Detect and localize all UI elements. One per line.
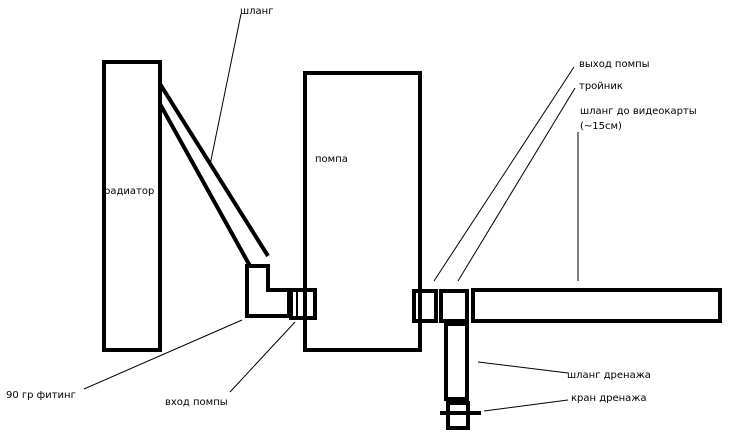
label-pump: помпа (315, 154, 348, 165)
radiator-block (102, 60, 162, 352)
tee-block (439, 289, 469, 323)
label-drain-hose: шланг дренажа (567, 370, 651, 381)
callout-hose (209, 13, 242, 166)
hose-line-upper (158, 82, 270, 258)
label-tee: тройник (579, 81, 623, 92)
callout-pump-inlet (229, 321, 296, 393)
callout-fitting-90 (83, 319, 243, 390)
label-pump-outlet: выход помпы (579, 59, 650, 70)
label-gpu-hose-line1: шланг до видеокарты (580, 106, 697, 117)
label-hose: шланг (240, 6, 273, 17)
gpu-hose-block (471, 288, 722, 323)
callout-drain-valve (483, 399, 569, 412)
drain-valve-block (446, 401, 470, 430)
label-fitting-90: 90 гр фитинг (6, 390, 76, 401)
callout-drain-hose (477, 361, 569, 374)
drain-hose-block (444, 322, 469, 401)
callout-tee (457, 87, 576, 282)
label-pump-inlet: вход помпы (165, 397, 228, 408)
pump-outlet-connector (412, 289, 438, 323)
fitting-90-block (245, 264, 291, 318)
label-gpu-hose-line2: (~15см) (580, 121, 622, 132)
label-drain-valve: кран дренажа (571, 393, 646, 404)
pump-block (303, 71, 422, 352)
hose-line-lower (158, 103, 252, 267)
label-radiator: радиатор (104, 186, 154, 197)
callout-pump-outlet (433, 66, 575, 282)
